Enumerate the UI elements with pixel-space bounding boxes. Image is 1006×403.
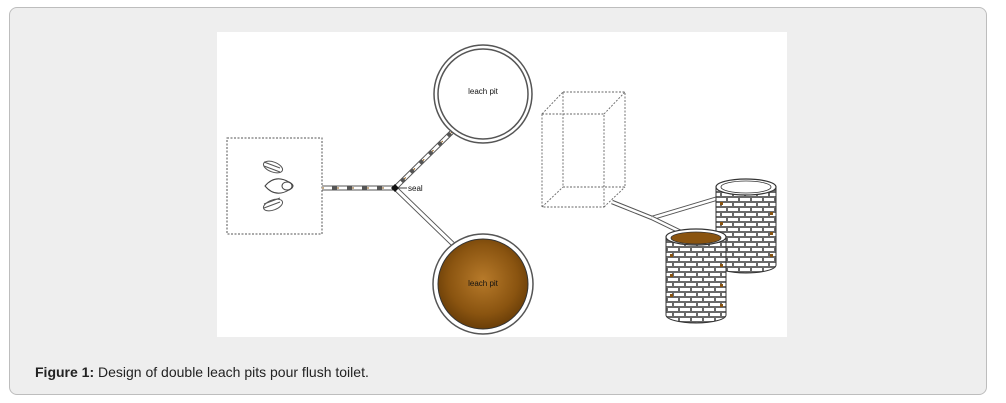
toilet-pan-icon [264,178,294,194]
figure-caption: Figure 1: Design of double leach pits po… [35,364,369,380]
leach-pit-diagram: seal leach pit leach pit [226,44,777,335]
leach-pit-bottom: leach pit [432,233,534,335]
footrest-bottom-icon [262,197,284,212]
pit-top-label: leach pit [468,87,499,96]
seal-label: seal [408,184,423,193]
toilet-plan [226,137,323,235]
caption-text: Design of double leach pits pour flush t… [94,364,369,380]
pipe-network: seal [322,127,459,250]
figure-image: seal leach pit leach pit [217,32,787,337]
footrest-top-icon [262,160,284,174]
brick-pit-front [665,228,727,324]
brick-pit-back [715,178,777,274]
pit-bottom-label: leach pit [468,279,499,288]
caption-label: Figure 1: [35,364,95,380]
superstructure-3d [541,91,626,208]
leach-pit-top: leach pit [433,44,533,144]
figure-card: seal leach pit leach pit [9,7,987,395]
